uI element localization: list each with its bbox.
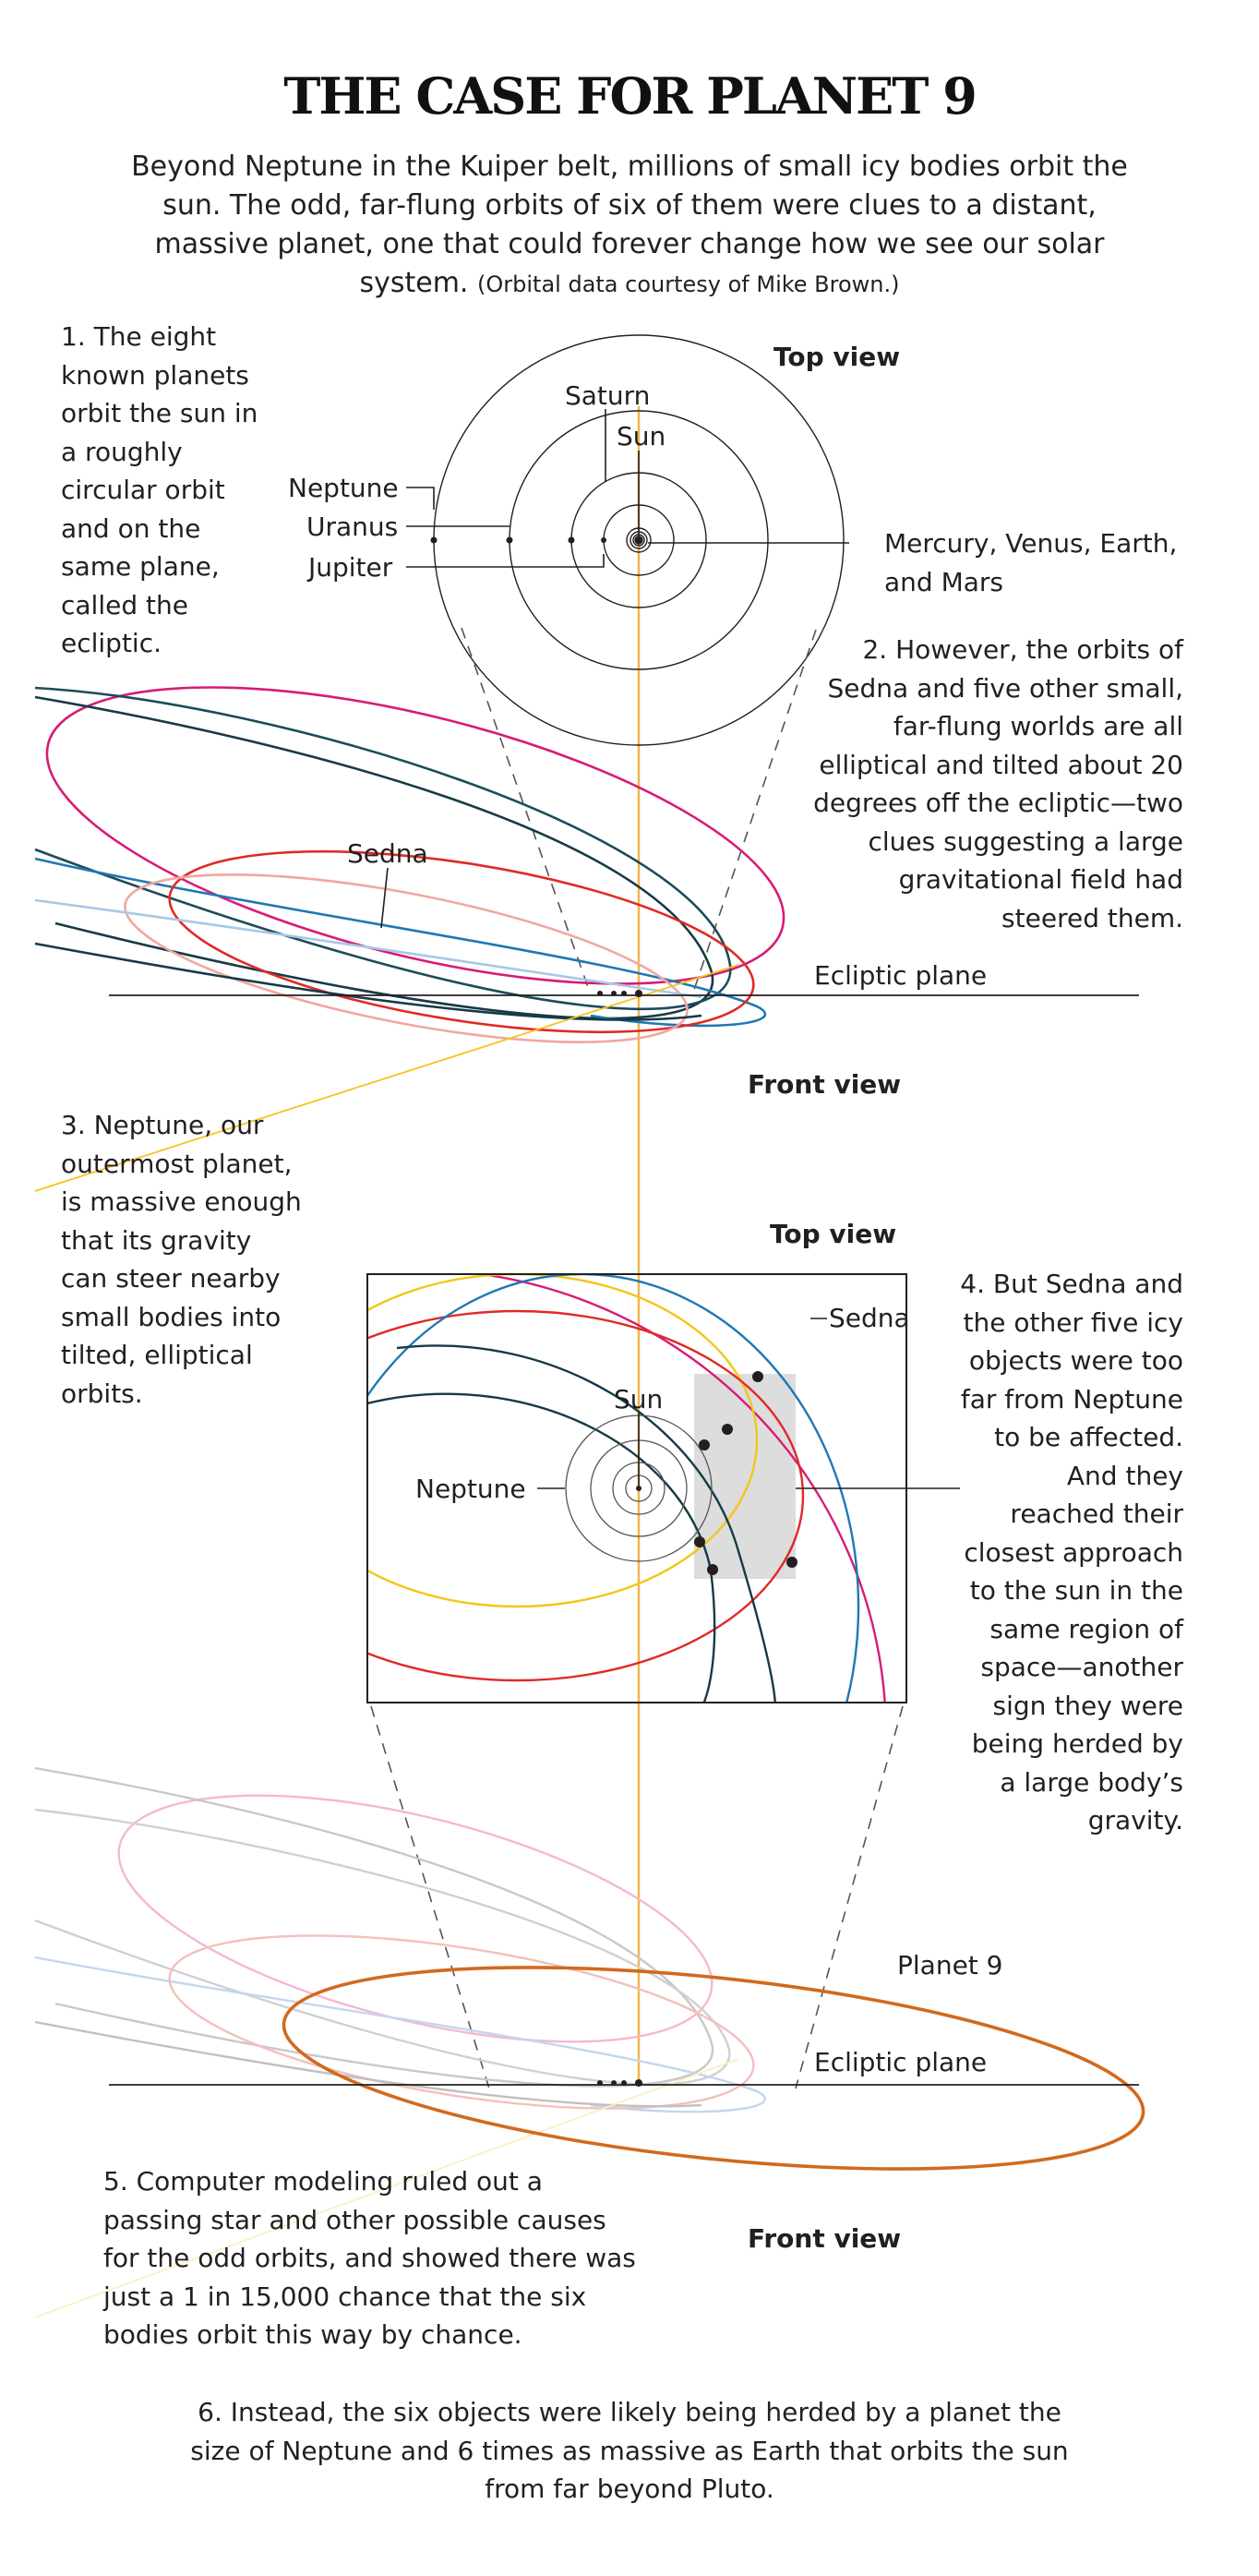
- inner-planets-label-1: Mercury, Venus, Earth,: [884, 528, 1177, 559]
- planet9-orbit: [282, 1966, 1145, 2171]
- front-planet-dot: [597, 2080, 603, 2086]
- projection-lines-2: [370, 1705, 904, 2089]
- dark-orbit-front-c: [34, 942, 702, 1021]
- sedna-leader-1: [380, 867, 389, 929]
- front-planet-dot: [611, 2080, 617, 2086]
- intro-text: Beyond Neptune in the Kuiper belt, milli…: [120, 148, 1139, 304]
- front-planet-dot: [611, 991, 617, 996]
- perihelion-dot: [694, 1536, 705, 1547]
- uranus-label: Uranus: [306, 512, 398, 542]
- front-planet-dot: [621, 991, 627, 996]
- neptune-leader: [406, 487, 435, 510]
- neptune-label-1: Neptune: [288, 473, 399, 503]
- top-view-leader-lines: [406, 409, 849, 568]
- planets-front-view-1: [597, 990, 642, 997]
- perihelion-dot: [752, 1371, 763, 1382]
- ecliptic-label-1: Ecliptic plane: [814, 960, 987, 991]
- yellow-orbit-edge-1: [34, 964, 739, 1192]
- box-leader-lines: [537, 1318, 960, 1489]
- dark-teal-orbit-a: [34, 695, 714, 1020]
- planet-dots-top-view: [430, 536, 606, 544]
- planets-front-view-2: [597, 2079, 642, 2087]
- ecliptic-label-2: Ecliptic plane: [814, 2047, 987, 2077]
- note-3: 3. Neptune, our outermost planet, is mas…: [61, 1110, 302, 1409]
- note-5: 5. Computer modeling ruled out a passing…: [103, 2166, 636, 2350]
- faded-orbits-front-view: [34, 1766, 766, 2113]
- sun-top-view-1: [635, 536, 642, 544]
- saturn-label: Saturn: [565, 380, 650, 411]
- front-view-label-2: Front view: [748, 2223, 901, 2254]
- sun-top-view-2: [636, 1486, 641, 1491]
- neptune-label-2: Neptune: [415, 1474, 526, 1504]
- projection-line-right-2: [795, 1705, 904, 2089]
- front-view-label-1: Front view: [748, 1069, 901, 1100]
- note-6: 6. Instead, the six objects were likely …: [190, 2397, 1069, 2504]
- perihelion-dot: [707, 1564, 718, 1575]
- dark-teal-orbit-b: [34, 686, 732, 1011]
- faded-gray-orbit-a: [34, 1766, 714, 2088]
- projection-line-right-1: [693, 629, 817, 991]
- red-orbit-top: [367, 1309, 805, 1682]
- sedna-label-1: Sedna: [347, 838, 428, 869]
- sun-front-view-2: [635, 2079, 642, 2087]
- top-view-label-2: Top view: [770, 1219, 896, 1249]
- perihelion-dot: [699, 1439, 710, 1451]
- red-orbit-front: [168, 849, 755, 1034]
- front-planet-dot: [621, 2080, 627, 2086]
- intro-body: Beyond Neptune in the Kuiper belt, milli…: [131, 150, 1128, 299]
- front-planet-dot: [597, 991, 603, 996]
- planet9-label: Planet 9: [897, 1950, 1003, 1980]
- dark-teal-orbit-top-b: [367, 1392, 716, 1703]
- jupiter-label: Jupiter: [306, 552, 393, 583]
- perihelion-dots: [694, 1371, 797, 1575]
- jupiter-dot: [601, 537, 606, 543]
- top-view-label-1: Top view: [773, 342, 900, 372]
- yellow-orbit-top: [367, 1274, 759, 1608]
- projection-line-left-1: [461, 627, 590, 991]
- light-blue-orbit-front: [34, 898, 702, 999]
- pink-orbit-front: [124, 873, 689, 1043]
- sedna-label-2: Sedna: [829, 1303, 910, 1333]
- saturn-dot: [568, 536, 575, 544]
- dark-teal-orbit-top-a: [396, 1344, 776, 1703]
- faded-red-orbit: [168, 1934, 755, 2110]
- note-1: 1. The eight known planets orbit the sun…: [61, 321, 258, 658]
- inner-planets-label-2: and Mars: [884, 567, 1003, 597]
- magenta-orbit: [45, 686, 785, 985]
- uranus-dot: [506, 536, 513, 544]
- faded-blue-orbit: [34, 1956, 766, 2113]
- note-4: 4. But Sedna and the other five icy obje…: [960, 1269, 1183, 1836]
- tilted-orbits-front-view: [34, 686, 785, 1043]
- sun-label-2: Sun: [614, 1384, 663, 1414]
- perihelion-dot: [786, 1557, 797, 1568]
- boxed-orbits-top-view: [367, 1274, 886, 1703]
- data-credit: (Orbital data courtesy of Mike Brown.): [477, 271, 900, 297]
- faded-yellow-orbit-edge: [34, 2058, 739, 2318]
- sun-front-view-1: [635, 990, 642, 997]
- note-2: 2. However, the orbits of Sedna and five…: [813, 634, 1183, 933]
- perihelion-dot: [722, 1424, 733, 1435]
- projection-line-left-2: [370, 1705, 490, 2089]
- sedna-orbit-top: [367, 1274, 860, 1703]
- highlight-region: [694, 1374, 796, 1579]
- sedna-orbit-front: [34, 857, 767, 1028]
- faded-gray-orbit-b: [34, 1808, 731, 2086]
- jupiter-leader: [406, 554, 605, 568]
- sun-label-1: Sun: [617, 421, 665, 451]
- neptune-dot: [430, 536, 438, 544]
- infographic-title: THE CASE FOR PLANET 9: [283, 66, 977, 126]
